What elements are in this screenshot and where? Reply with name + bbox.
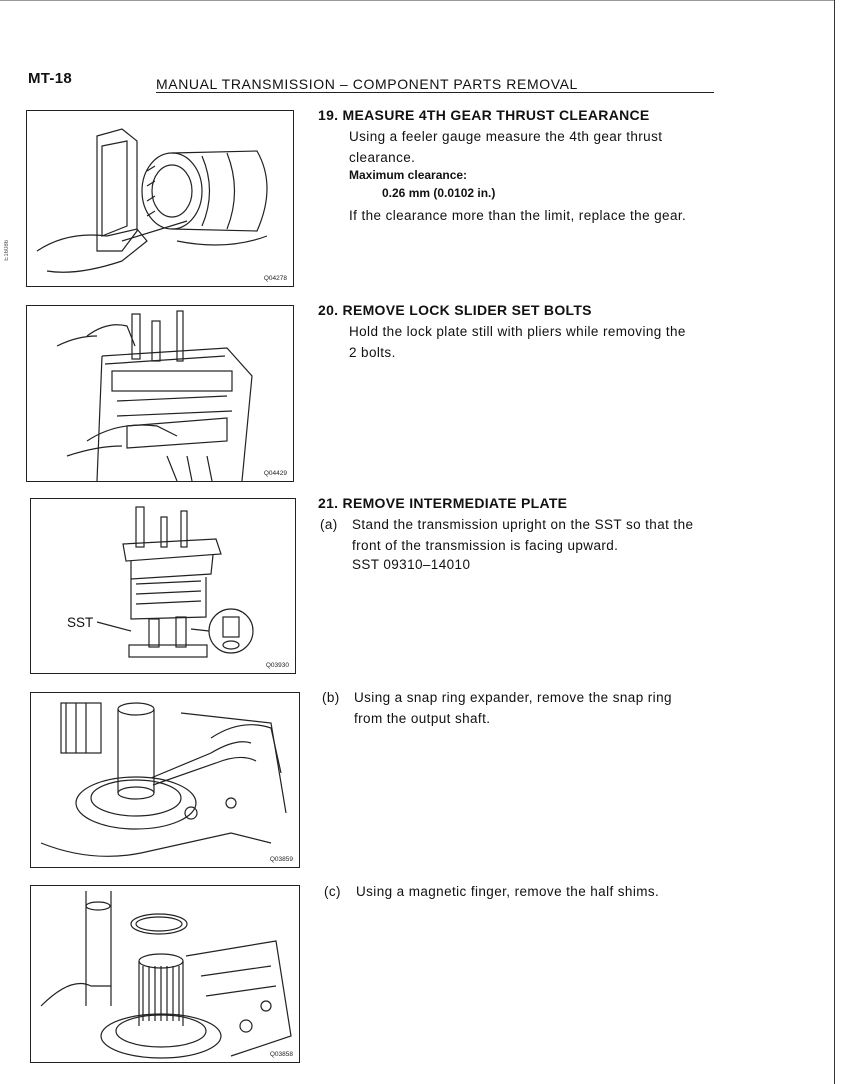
substep-b-text-line: Using a snap ring expander, remove the s… bbox=[354, 690, 672, 705]
step-19-text-line: Using a feeler gauge measure the 4th gea… bbox=[349, 129, 663, 144]
substep-a-label: (a) bbox=[320, 517, 338, 532]
feeler-gauge-illustration bbox=[36, 128, 268, 273]
spec-value: 0.26 mm (0.0102 in.) bbox=[382, 186, 496, 200]
figure-intermediate-plate: SST Q03930 bbox=[30, 498, 296, 674]
half-shims-illustration bbox=[40, 891, 292, 1059]
substep-b-text-line: from the output shaft. bbox=[354, 711, 491, 726]
step-20-title: 20. REMOVE LOCK SLIDER SET BOLTS bbox=[318, 302, 592, 318]
step-21-title: 21. REMOVE INTERMEDIATE PLATE bbox=[318, 495, 568, 511]
page-code: MT-18 bbox=[28, 70, 73, 87]
figure-code: Q03859 bbox=[269, 856, 293, 863]
figure-snap-ring: Q03859 bbox=[30, 692, 300, 868]
lock-slider-illustration bbox=[56, 310, 253, 482]
step-20-text-line: 2 bolts. bbox=[349, 345, 396, 360]
spec-label: Maximum clearance: bbox=[349, 168, 468, 182]
page-top-edge bbox=[0, 0, 834, 1]
figure-code: Q04429 bbox=[263, 470, 287, 477]
substep-c-label: (c) bbox=[324, 884, 341, 899]
substep-a-text-line: Stand the transmission upright on the SS… bbox=[352, 517, 694, 532]
figure-lock-slider-bolts: Q04429 bbox=[26, 305, 294, 482]
side-reference-mark: E16086 bbox=[4, 240, 10, 261]
sst-callout-label: SST bbox=[67, 615, 94, 630]
step-20-text-line: Hold the lock plate still with pliers wh… bbox=[349, 324, 686, 339]
header-rule bbox=[156, 92, 714, 93]
figure-half-shims: Q03858 bbox=[30, 885, 300, 1063]
substep-b-label: (b) bbox=[322, 690, 340, 705]
figure-code: Q03930 bbox=[265, 662, 289, 669]
step-19-text-line: clearance. bbox=[349, 150, 416, 165]
figure-feeler-gauge: Q04278 bbox=[26, 110, 294, 287]
header-title: MANUAL TRANSMISSION – COMPONENT PARTS RE… bbox=[156, 76, 578, 92]
substep-c-text-line: Using a magnetic finger, remove the half… bbox=[356, 884, 660, 899]
snap-ring-illustration bbox=[40, 702, 287, 857]
step-19-text-line: If the clearance more than the limit, re… bbox=[349, 208, 687, 223]
substep-a-text-line: front of the transmission is facing upwa… bbox=[352, 538, 619, 553]
page-right-edge bbox=[834, 0, 835, 1084]
figure-code: Q04278 bbox=[263, 275, 287, 282]
intermediate-plate-illustration bbox=[96, 506, 254, 658]
sst-part-number: SST 09310–14010 bbox=[352, 557, 471, 572]
step-19-title: 19. MEASURE 4TH GEAR THRUST CLEARANCE bbox=[318, 107, 650, 123]
figure-code: Q03858 bbox=[269, 1051, 293, 1058]
